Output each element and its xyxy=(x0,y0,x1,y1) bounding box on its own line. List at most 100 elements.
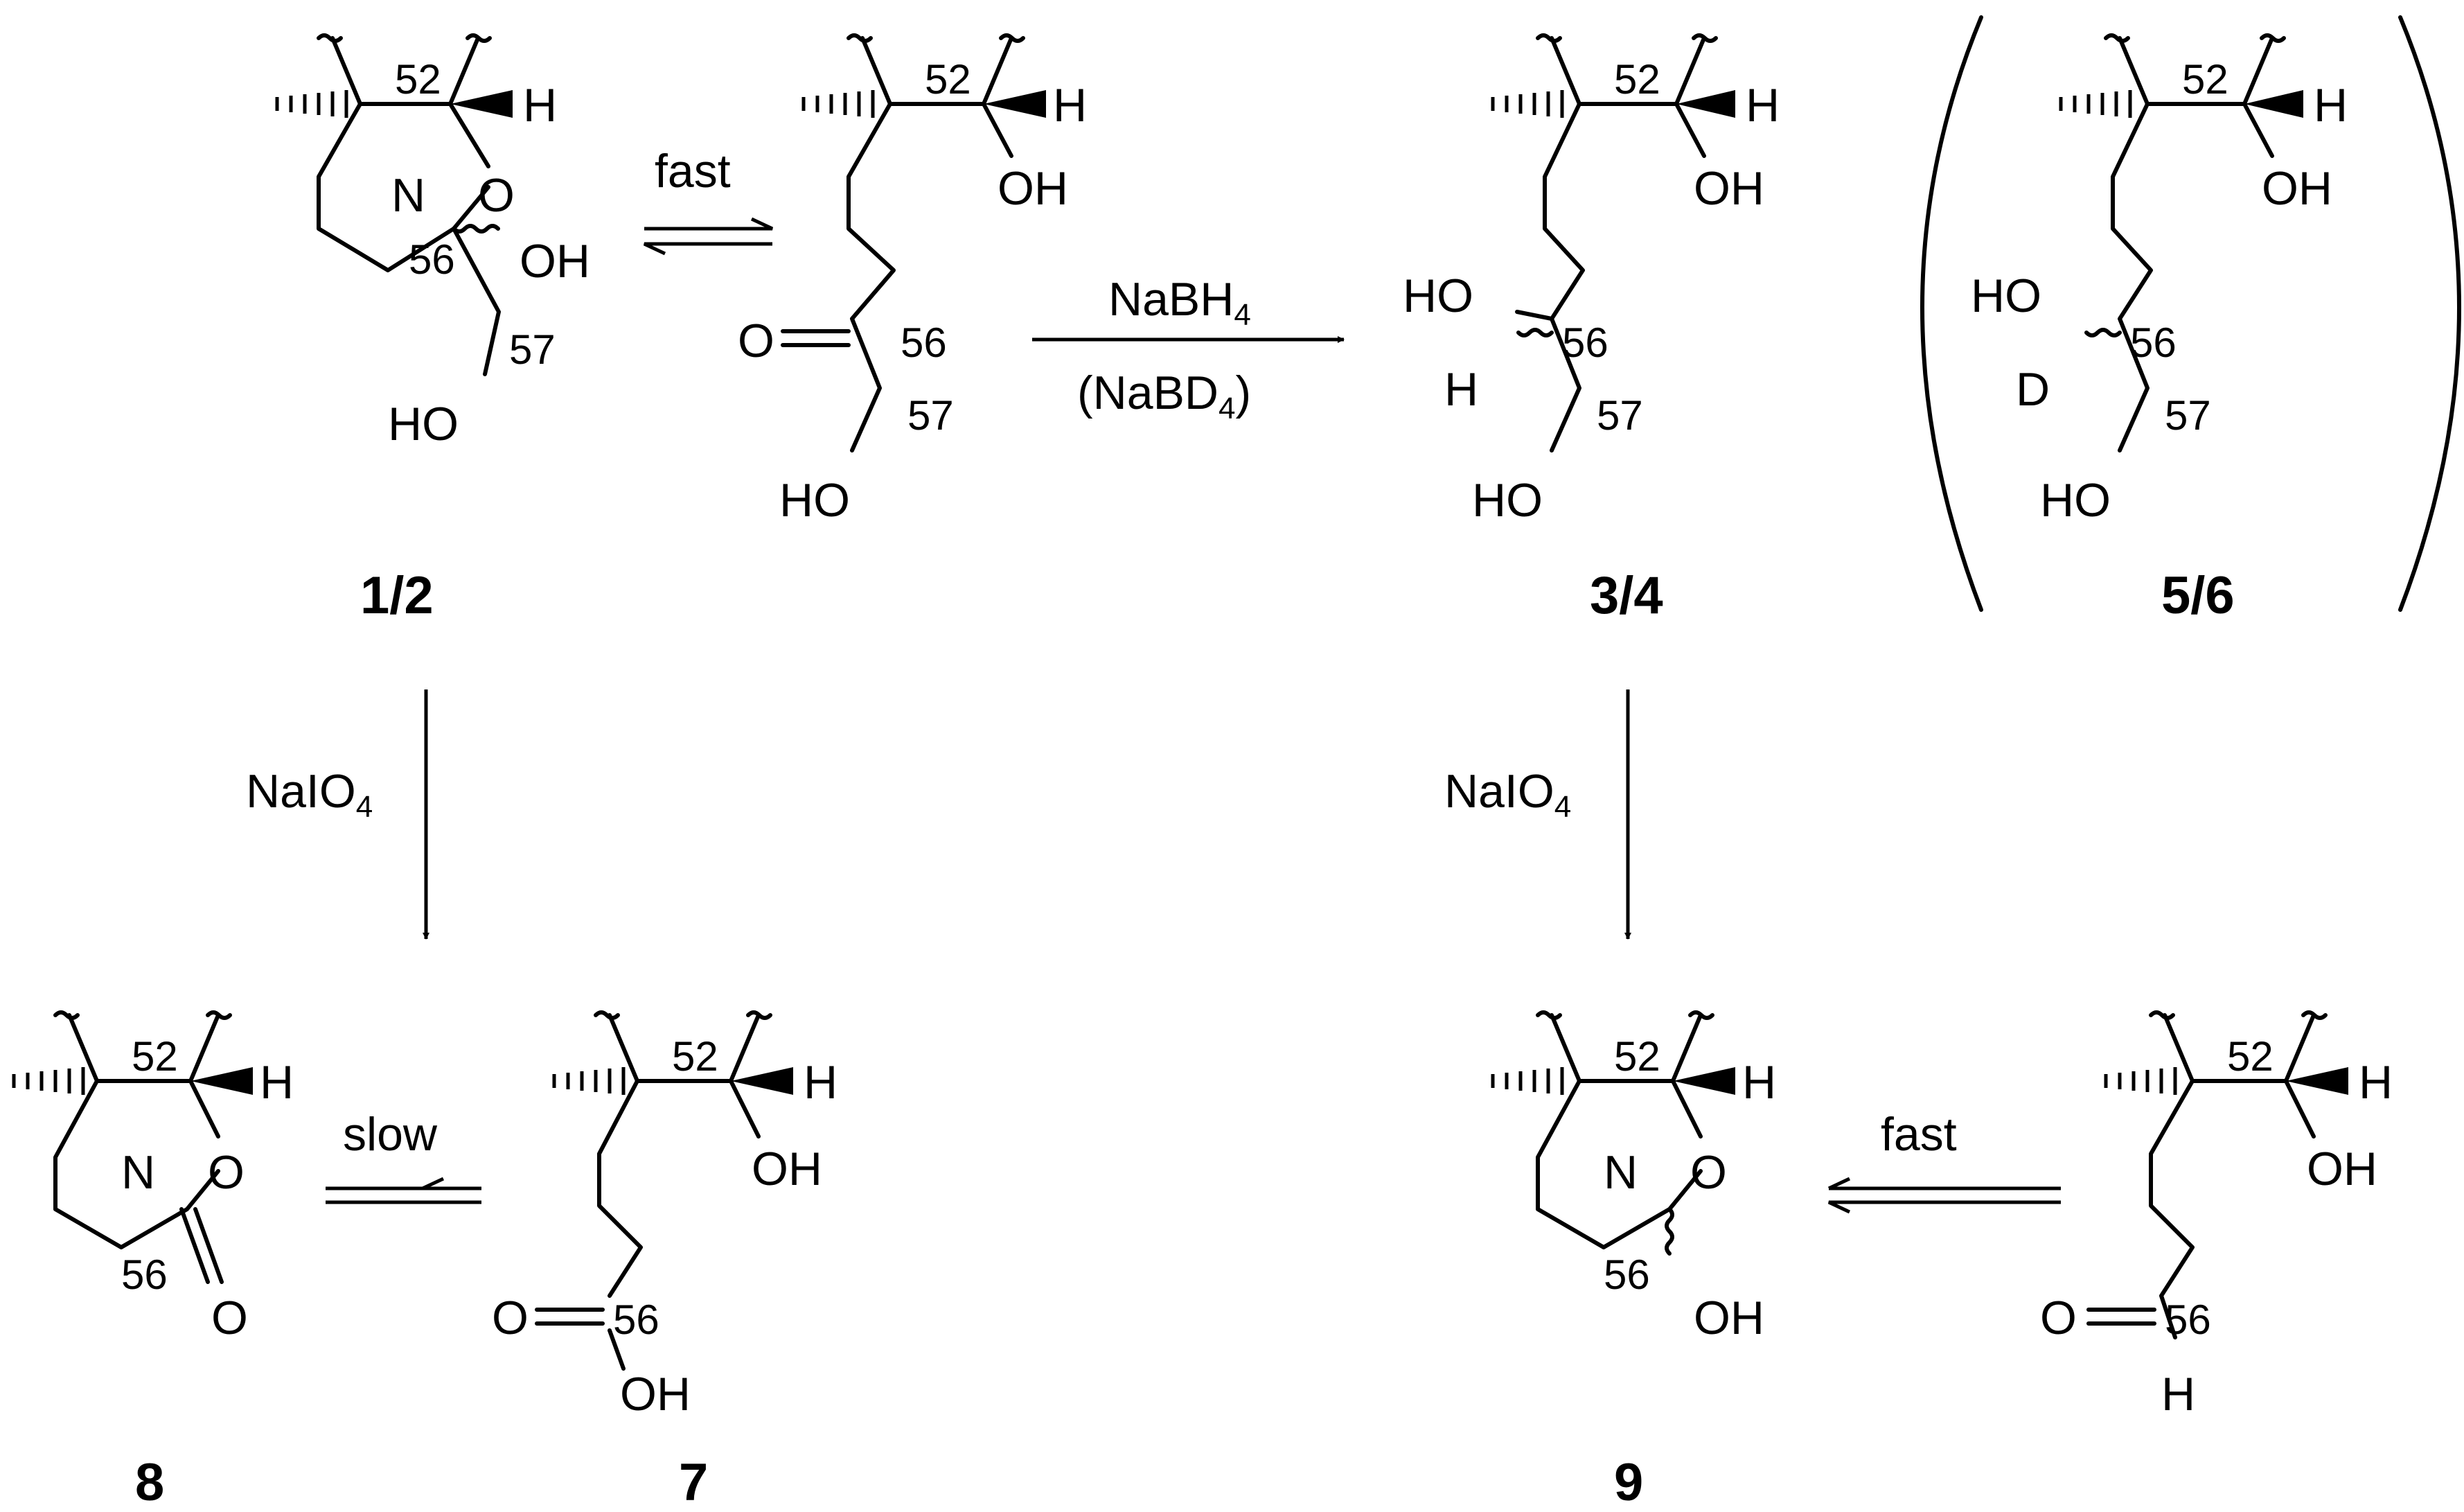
oxidation-arrow-left: NaIO4 xyxy=(246,689,429,940)
chain-bonds-top xyxy=(2190,1079,2316,1139)
hashed-methyl-bond xyxy=(275,90,348,118)
right-parenthesis xyxy=(2398,15,2461,612)
wavy-attach-bond xyxy=(1550,36,1581,106)
h-label: H xyxy=(2314,79,2348,132)
position-label-56: 56 xyxy=(409,236,455,283)
ring-bonds-top xyxy=(358,102,490,168)
equilibrium-arrow-slow: slow xyxy=(326,1108,481,1204)
compound-label-8: 8 xyxy=(135,1453,164,1512)
reagent-naio4: NaIO4 xyxy=(1444,765,1571,824)
acid-oh-label: OH xyxy=(620,1368,691,1421)
h-label: H xyxy=(1444,363,1478,416)
structure-aldehyde: H OH O 56 H 52 xyxy=(2040,1010,2393,1421)
d-label: D xyxy=(2016,363,2050,416)
chain-bonds xyxy=(2111,102,2153,452)
h-label: H xyxy=(1742,1056,1776,1109)
wavy-end xyxy=(999,33,1025,43)
wavy-end xyxy=(466,33,492,43)
reagent-nabd4: (NaBD4) xyxy=(1077,367,1251,425)
hashed-methyl-bond xyxy=(2059,90,2132,118)
structure-1-2: N O H OH HO 52 56 57 1/2 xyxy=(275,33,590,625)
wavy-attach-bond xyxy=(982,36,1013,106)
position-label-52: 52 xyxy=(925,56,971,103)
ring-oxygen-label: O xyxy=(208,1146,245,1199)
hashed-methyl-bond xyxy=(552,1067,626,1095)
position-label-52: 52 xyxy=(2182,56,2228,103)
position-label-56: 56 xyxy=(2130,319,2177,366)
position-label-56: 56 xyxy=(1604,1251,1650,1298)
ring-bonds xyxy=(53,1079,220,1249)
position-label-52: 52 xyxy=(1614,1033,1660,1080)
oh-label: OH xyxy=(998,162,1068,215)
aldehyde-h-label: H xyxy=(2161,1368,2195,1421)
aldehyde-oxygen-label: O xyxy=(2040,1292,2077,1344)
structure-7: H OH O 56 OH 52 7 xyxy=(492,1010,837,1512)
compound-label-7: 7 xyxy=(679,1453,708,1512)
wavy-attach-bond xyxy=(188,1013,220,1083)
chain-bonds xyxy=(847,102,896,452)
wavy-end xyxy=(2301,1010,2328,1020)
hashed-methyl-bond xyxy=(1491,1067,1564,1095)
ring-oxygen-label: O xyxy=(1690,1146,1727,1199)
wedge-bond xyxy=(450,90,513,118)
carbonyl-double-bond xyxy=(179,1207,224,1284)
position-label-56: 56 xyxy=(1562,319,1608,366)
ho-label: HO xyxy=(388,398,459,450)
chain-bonds-top xyxy=(1577,102,1706,158)
structure-3-4: H OH HO H 56 57 HO 52 3/4 xyxy=(1403,33,1780,625)
oh-label: OH xyxy=(752,1143,822,1195)
ring-bonds xyxy=(1536,1079,1703,1249)
equilibrium-arrow-fast-1: fast xyxy=(643,145,774,256)
position-label-57: 57 xyxy=(907,392,954,439)
oh-label: OH xyxy=(2307,1143,2377,1195)
wavy-end xyxy=(317,33,343,43)
oh-label: OH xyxy=(1694,1292,1764,1344)
compound-label-3-4: 3/4 xyxy=(1590,566,1663,625)
wavy-bond xyxy=(2084,328,2122,337)
left-parenthesis xyxy=(1920,15,1983,612)
ring-bonds-top xyxy=(95,1079,220,1139)
oh-label: OH xyxy=(520,235,590,288)
ho-label: HO xyxy=(1403,270,1473,322)
oh-label: OH xyxy=(2262,162,2332,215)
wavy-attach-bond xyxy=(2118,36,2150,106)
ho-label: HO xyxy=(779,474,850,527)
position-label-56: 56 xyxy=(121,1251,168,1298)
position-label-57: 57 xyxy=(509,326,556,373)
wedge-bond xyxy=(984,90,1046,118)
position-label-52: 52 xyxy=(2227,1033,2274,1080)
reagent-nabh4: NaBH4 xyxy=(1108,273,1251,332)
hashed-methyl-bond xyxy=(801,90,875,118)
reduction-arrow: NaBH4 (NaBD4) xyxy=(1032,273,1345,425)
hashed-methyl-bond xyxy=(2104,1067,2177,1095)
compound-label-9: 9 xyxy=(1614,1453,1643,1512)
wedge-bond xyxy=(2244,90,2303,118)
compound-label-5-6: 5/6 xyxy=(2161,566,2235,625)
chain-bonds-top xyxy=(888,102,1013,158)
equilibrium-arrow-fast-2: fast xyxy=(1827,1108,2061,1214)
wavy-end xyxy=(206,1010,232,1020)
ring-heteroatom-label: N xyxy=(391,169,425,222)
chain-bonds-top xyxy=(2145,102,2274,158)
ring-bonds xyxy=(317,102,490,272)
ho-label: HO xyxy=(1971,270,2041,322)
lactone-carbonyl-oxygen-label: O xyxy=(211,1292,248,1344)
wavy-attach-bond xyxy=(608,1013,639,1083)
structure-8: H N O 56 O 52 8 xyxy=(12,1010,294,1512)
wavy-end xyxy=(1536,33,1562,43)
hashed-methyl-bond xyxy=(12,1067,85,1095)
position-label-57: 57 xyxy=(2165,392,2211,439)
wavy-end xyxy=(1692,33,1718,43)
structure-9: H N O 56 OH 52 9 xyxy=(1491,1010,1776,1512)
carbonyl-double-bond xyxy=(535,1308,605,1326)
wavy-attach-bond xyxy=(448,36,480,106)
chain-bonds xyxy=(2149,1079,2195,1339)
compound-label-1-2: 1/2 xyxy=(360,566,434,625)
carbonyl-double-bond xyxy=(2086,1308,2156,1326)
wavy-bond xyxy=(452,224,500,234)
wavy-end xyxy=(53,1010,80,1020)
wavy-end xyxy=(2260,33,2286,43)
wavy-attach-bond xyxy=(1671,1013,1703,1083)
wedge-bond xyxy=(2286,1067,2348,1095)
